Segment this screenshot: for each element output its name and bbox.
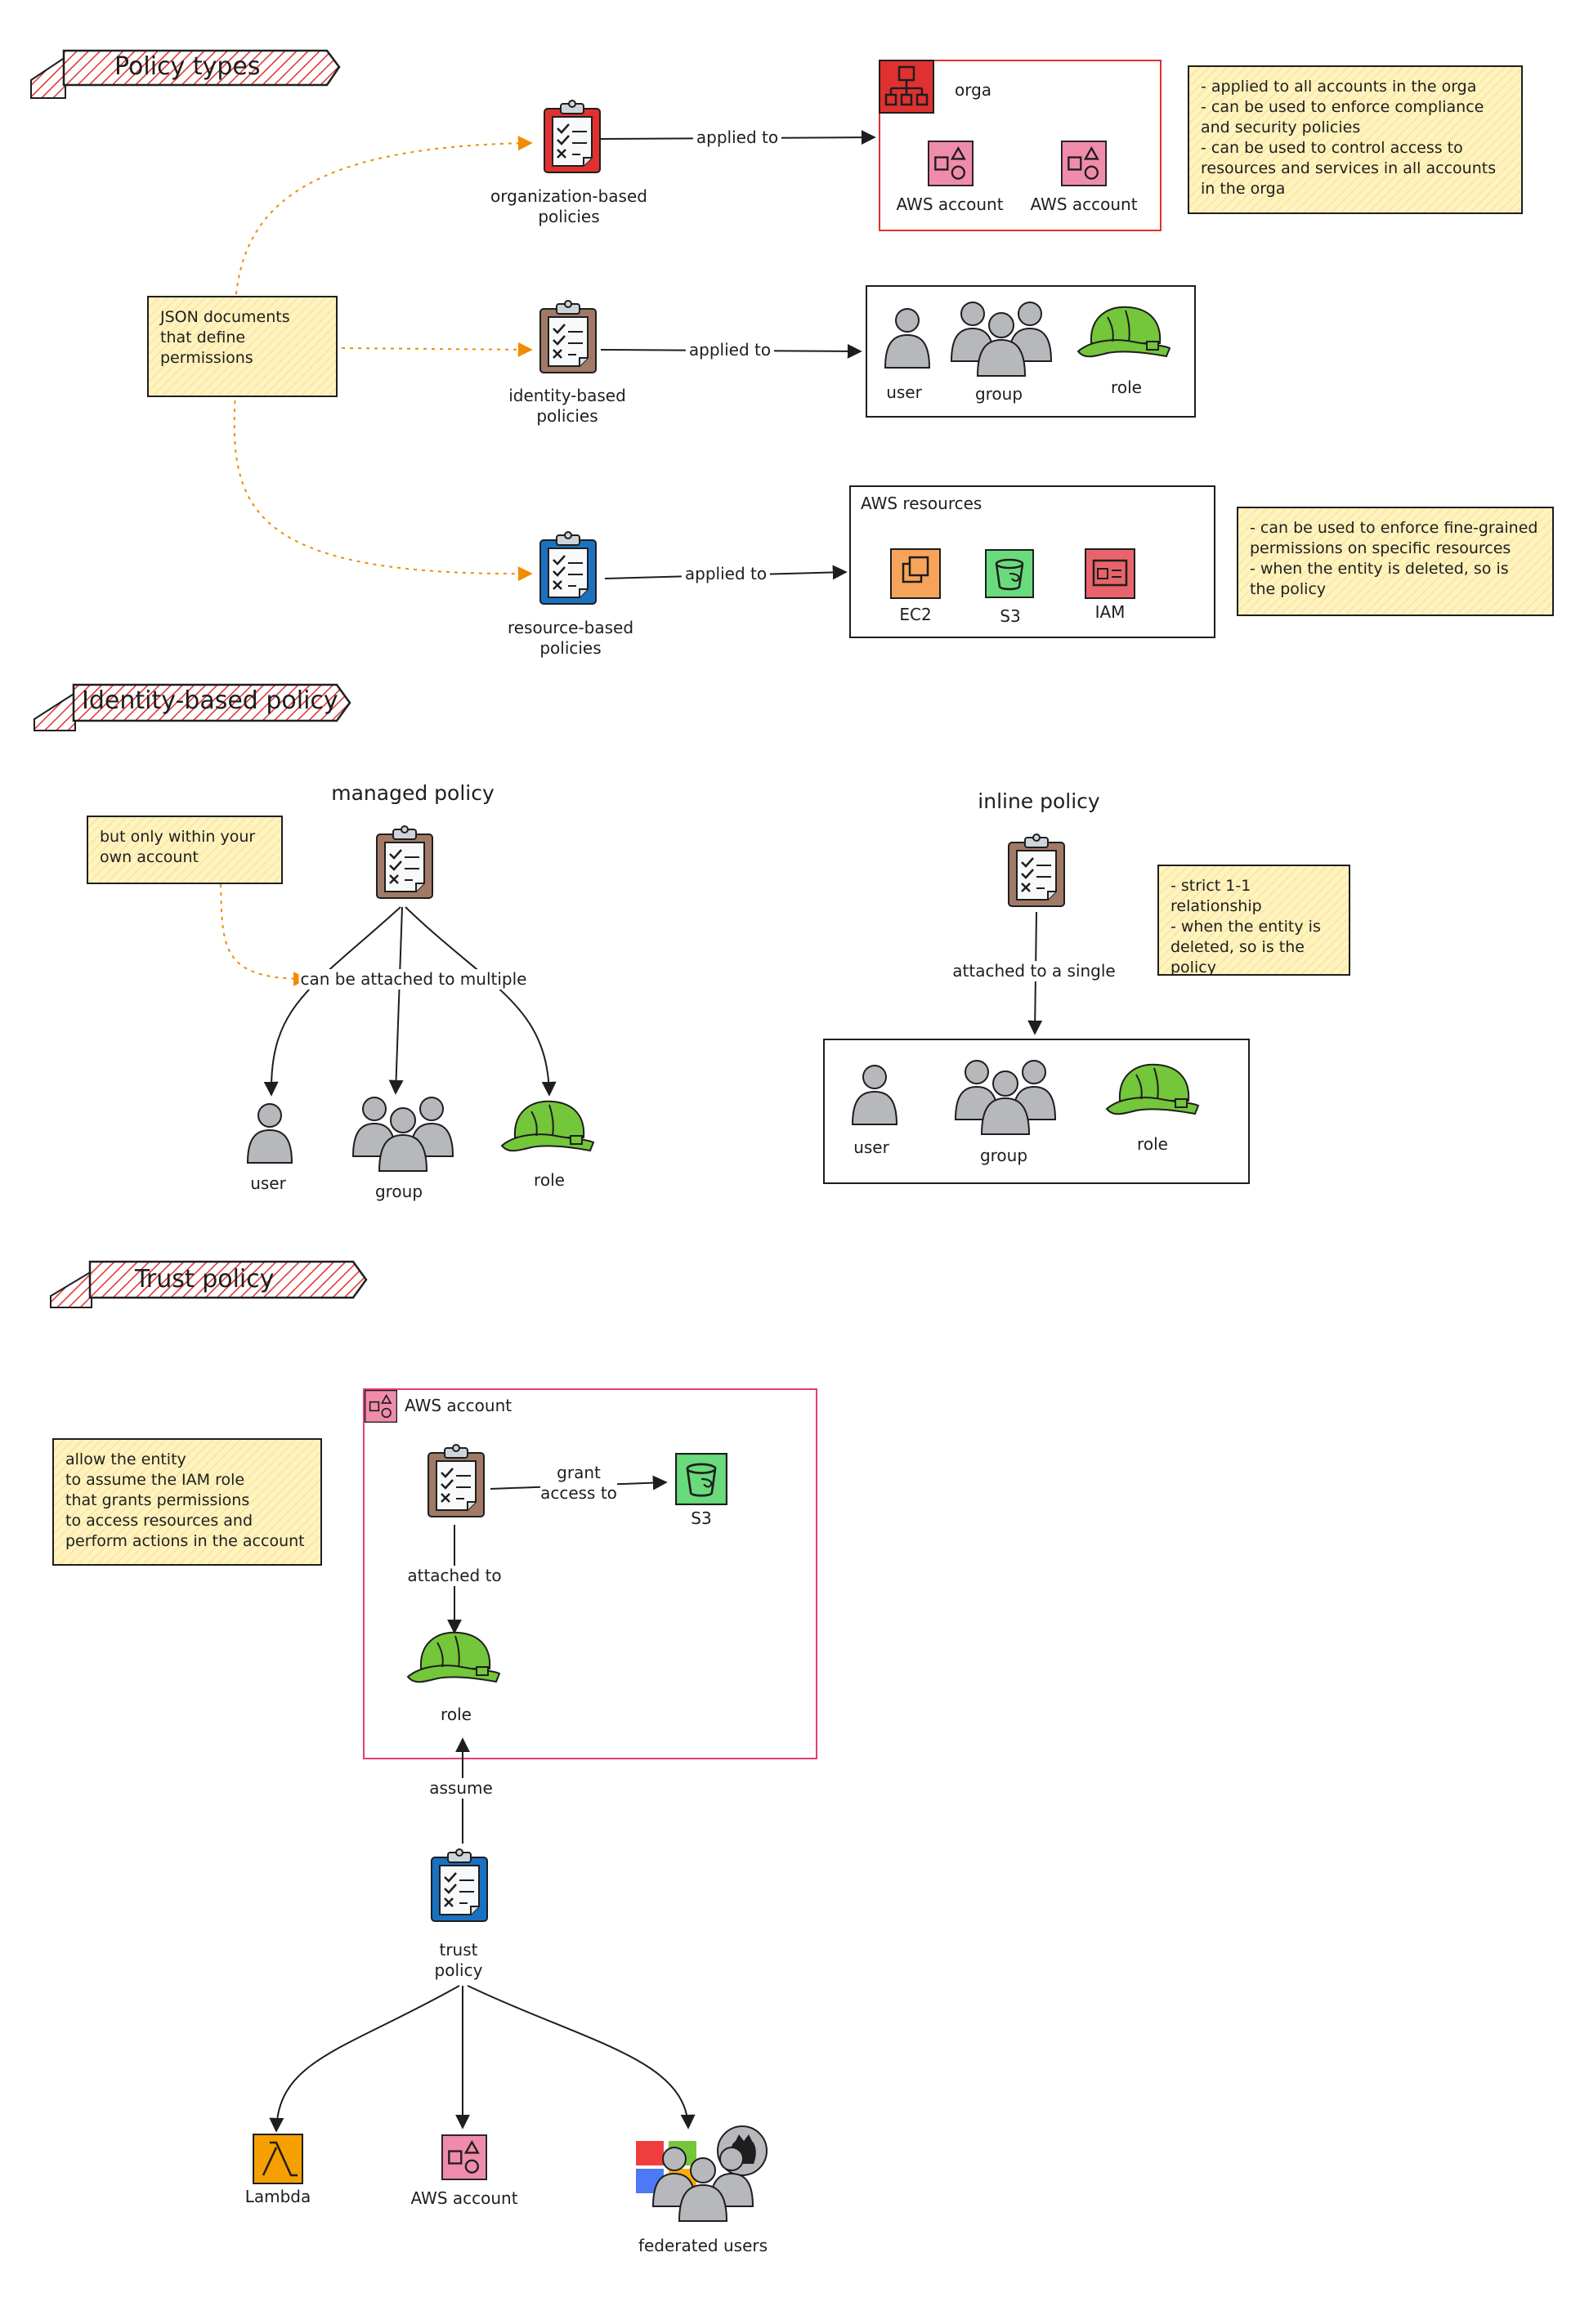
trust-policy-clipboard-icon xyxy=(430,1848,489,1923)
resource-policy-label: resource-based policies xyxy=(507,618,634,658)
role-label: role xyxy=(534,1170,565,1190)
role-label: role xyxy=(441,1705,472,1724)
attach-multiple-label: can be attached to multiple xyxy=(298,969,529,990)
trust-policy-label: trust policy xyxy=(434,1940,483,1980)
orga-title: orga xyxy=(955,80,992,100)
assume-label: assume xyxy=(426,1778,496,1799)
attached-to-label: attached to xyxy=(404,1566,505,1586)
ec2-icon xyxy=(890,548,941,599)
aws-account-icon xyxy=(928,141,974,186)
inline-policy-clipboard-icon xyxy=(1007,833,1066,908)
user-label: user xyxy=(853,1137,889,1157)
identity-policy-clipboard-icon xyxy=(539,299,598,374)
managed-note-connector xyxy=(220,883,308,986)
aws-account-label: AWS account xyxy=(896,194,1004,214)
managed-policy-clipboard-icon xyxy=(375,825,434,900)
aws-account-label: AWS account xyxy=(410,2188,518,2208)
aws-resources-title: AWS resources xyxy=(861,494,982,513)
aws-account-icon xyxy=(1061,141,1107,186)
group-label: group xyxy=(374,1182,423,1201)
group-icon xyxy=(352,1097,454,1172)
banner-trust xyxy=(50,1260,368,1308)
lambda-icon xyxy=(253,2134,303,2184)
org-policy-label: organization-based policies xyxy=(490,186,647,226)
aws-account-icon xyxy=(441,2134,487,2180)
user-icon xyxy=(247,1103,293,1164)
applied-to-label: applied to xyxy=(685,340,775,360)
section-title-policy-types: Policy types xyxy=(114,52,261,81)
banner-identity-based xyxy=(34,683,351,731)
attach-multiple-arrows xyxy=(263,906,1043,1097)
section-title-trust: Trust policy xyxy=(135,1265,275,1294)
s3-icon xyxy=(985,549,1034,598)
applied-to-label: applied to xyxy=(681,564,771,584)
inline-policy-title: inline policy xyxy=(978,789,1100,813)
lambda-label: Lambda xyxy=(244,2187,311,2206)
aws-account-label: AWS account xyxy=(1030,194,1138,214)
role-hat-icon xyxy=(501,1100,594,1152)
permission-policy-clipboard-icon xyxy=(427,1443,486,1518)
applied-to-label: applied to xyxy=(692,127,782,148)
json-documents-note: JSON documents that define permissions xyxy=(147,296,338,397)
iam-label: IAM xyxy=(1094,602,1126,622)
managed-policy-title: managed policy xyxy=(331,781,495,805)
role-label: role xyxy=(1137,1134,1168,1154)
federated-users-label: federated users xyxy=(638,2236,768,2255)
json-connectors xyxy=(233,136,533,582)
s3-label: S3 xyxy=(691,1508,712,1528)
banner-policy-types xyxy=(30,49,341,99)
trust-account-title: AWS account xyxy=(405,1396,513,1415)
federated-users-icon xyxy=(636,2125,768,2222)
group-label: group xyxy=(979,1146,1028,1165)
identity-policy-label: identity-based policies xyxy=(508,386,626,426)
user-label: user xyxy=(250,1173,286,1193)
section-title-identity-based: Identity-based policy xyxy=(82,686,338,715)
resource-policy-note: - can be used to enforce fine-grained pe… xyxy=(1237,507,1554,616)
orga-box xyxy=(879,60,1162,231)
orga-policy-note: - applied to all accounts in the orga - … xyxy=(1188,65,1523,214)
aws-account-small-icon xyxy=(365,1390,397,1423)
grant-access-label: grant access to xyxy=(540,1463,617,1504)
managed-policy-note: but only within your own account xyxy=(87,816,283,884)
iam-icon xyxy=(1085,548,1135,599)
role-label: role xyxy=(1111,378,1142,397)
user-label: user xyxy=(886,382,922,402)
inline-policy-note: - strict 1-1 relationship - when the ent… xyxy=(1157,865,1350,977)
s3-label: S3 xyxy=(1000,606,1021,626)
s3-icon xyxy=(675,1453,727,1505)
resource-policy-clipboard-icon xyxy=(539,530,598,606)
trust-policy-note: allow the entity to assume the IAM role … xyxy=(52,1438,322,1566)
org-policy-clipboard-icon xyxy=(543,99,602,174)
attach-single-label: attached to a single xyxy=(949,961,1119,981)
ec2-label: EC2 xyxy=(899,605,932,624)
group-label: group xyxy=(974,384,1023,404)
